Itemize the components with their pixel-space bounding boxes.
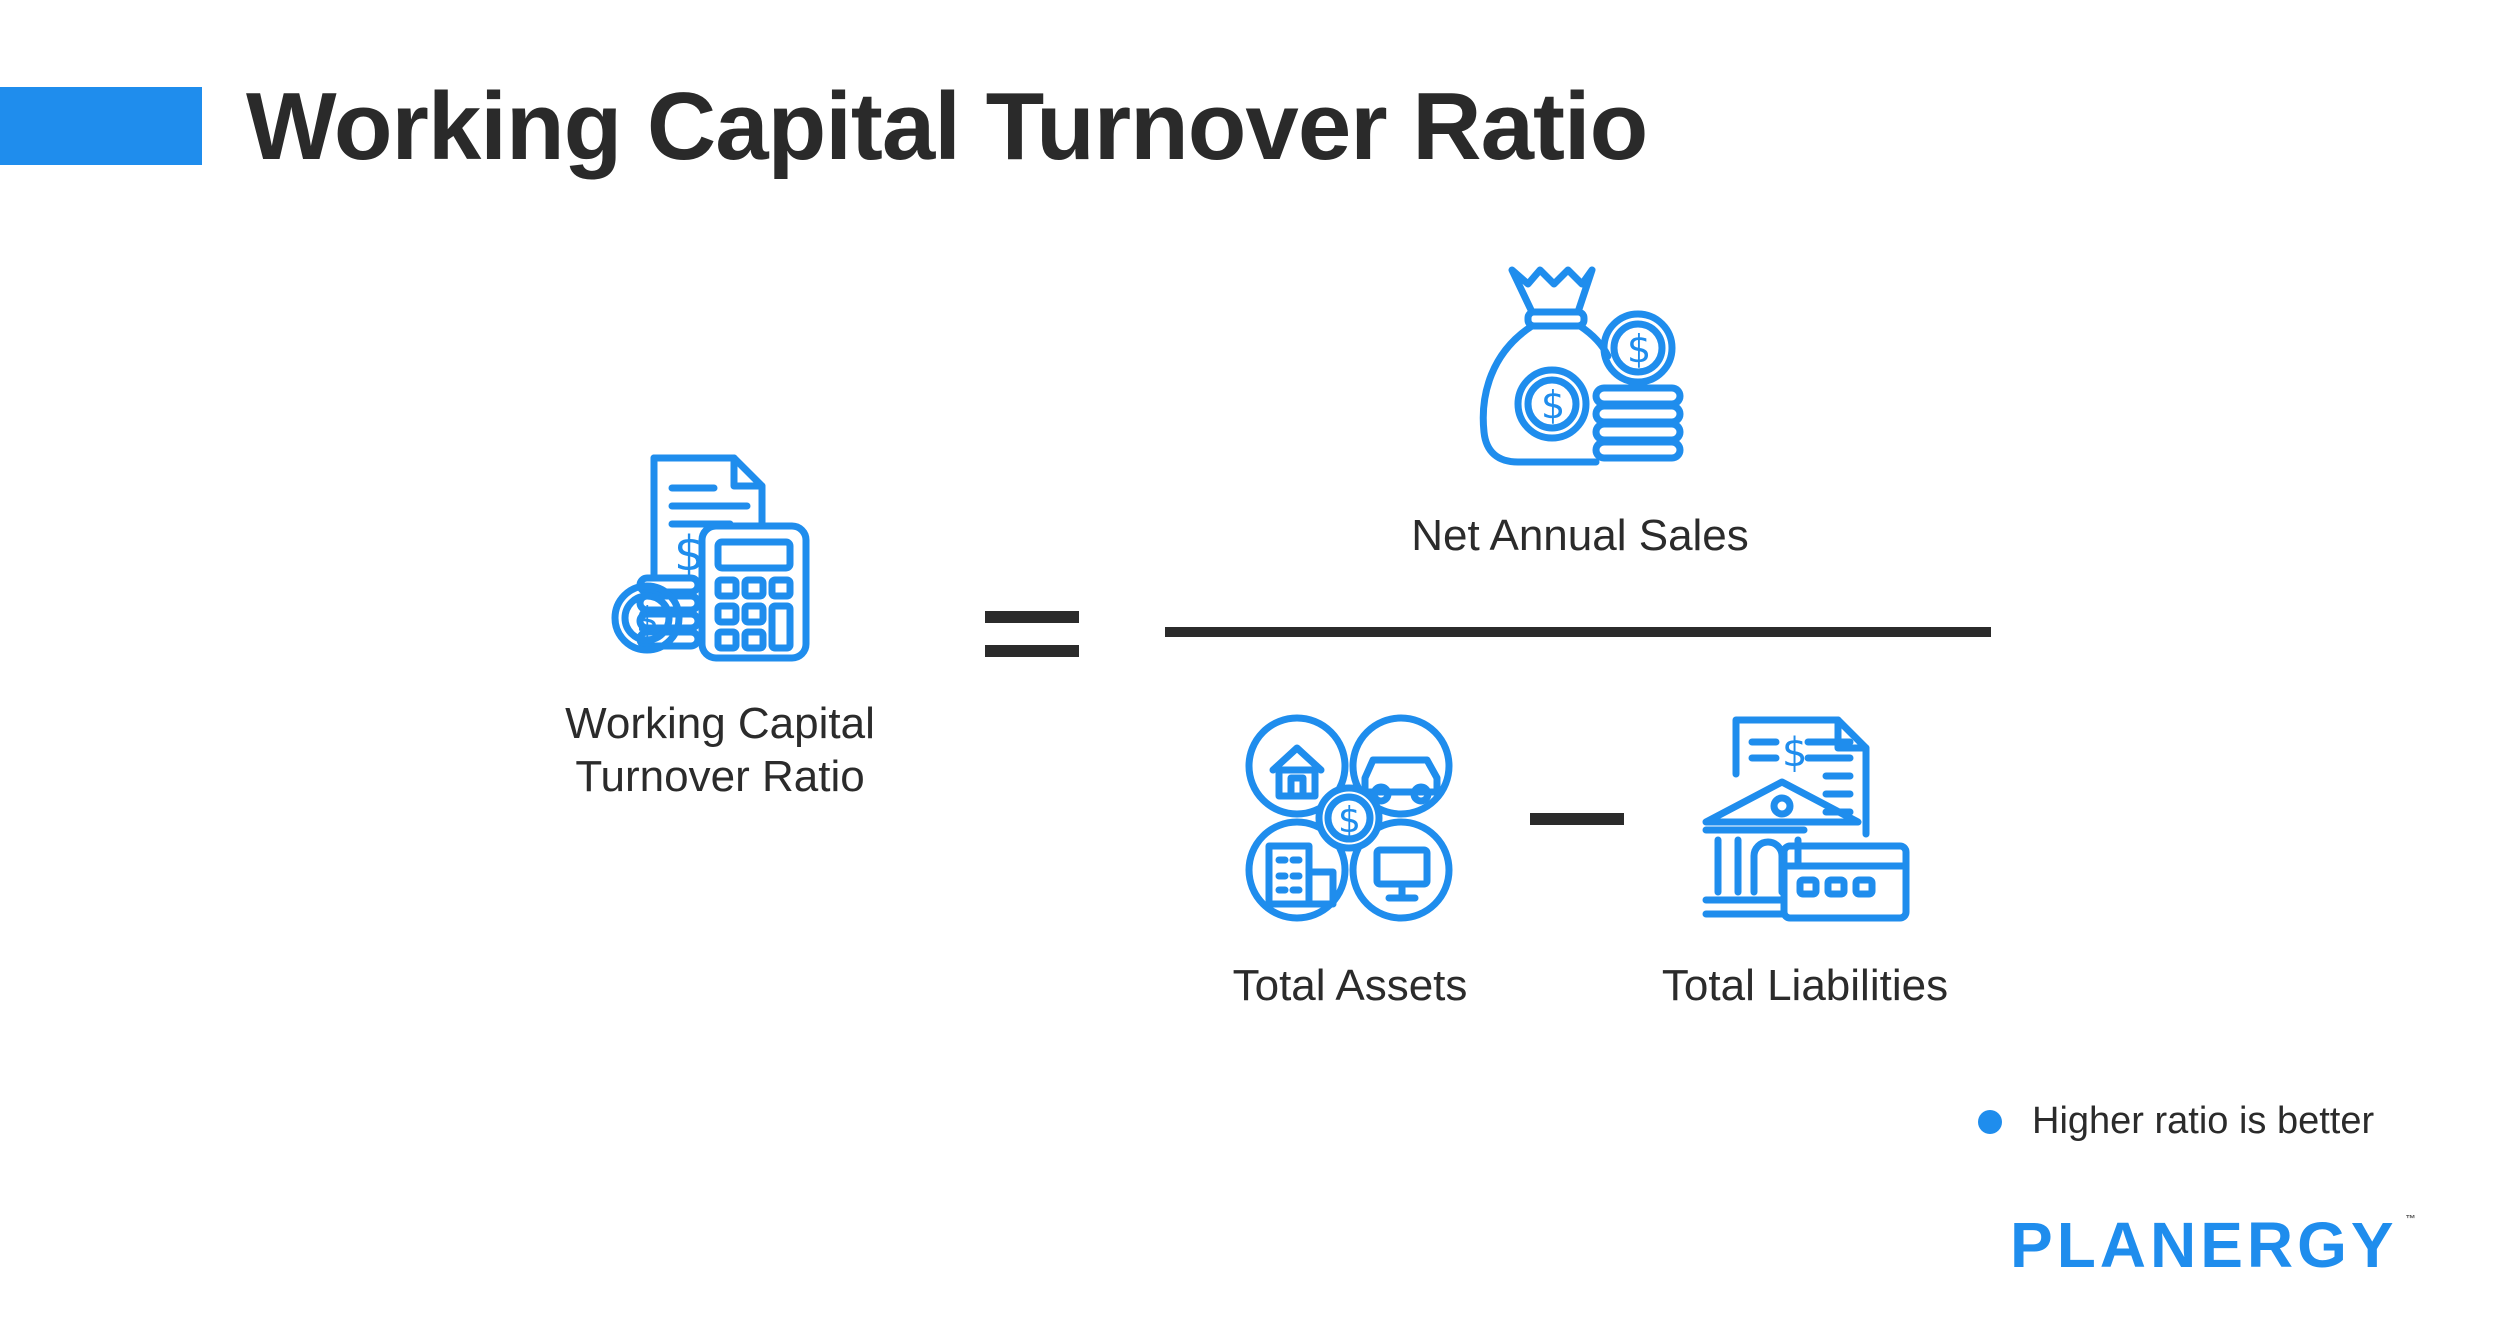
bank-invoice-card-icon: $: [1700, 714, 1912, 922]
calculator-document-coins-icon: $ $: [602, 448, 814, 662]
equals-sign: [985, 611, 1079, 657]
svg-text:$: $: [1541, 383, 1565, 427]
planergy-logo: PLANERGY ™: [2010, 1208, 2416, 1282]
svg-text:$: $: [1627, 327, 1651, 371]
note-text: Higher ratio is better: [2032, 1100, 2375, 1142]
note: Higher ratio is better: [1978, 1100, 2374, 1143]
lhs-label-line1: Working Capital: [565, 699, 875, 748]
svg-text:$: $: [636, 600, 659, 641]
numerator-label: Net Annual Sales: [1411, 511, 1749, 560]
denominator-right-label: Total Liabilities: [1661, 961, 1949, 1010]
bullet-dot: [1978, 1109, 2002, 1134]
lhs-label-line2: Turnover Ratio: [575, 751, 865, 801]
title-accent-bar: [0, 87, 202, 165]
logo-trademark: ™: [2405, 1214, 2416, 1225]
lhs-label: Working Capital Turnover Ratio: [500, 698, 940, 804]
fraction-line: [1165, 627, 1991, 637]
denominator-left-label: Total Assets: [1232, 961, 1468, 1010]
logo-text: PLANERGY: [2010, 1209, 2398, 1281]
page-title: Working Capital Turnover Ratio: [246, 73, 1648, 180]
minus-sign: [1530, 813, 1624, 825]
money-bag-coins-icon: $ $: [1478, 264, 1688, 472]
assets-circles-icon: $: [1245, 712, 1455, 924]
svg-text:$: $: [1338, 800, 1361, 841]
svg-text:$: $: [1782, 730, 1807, 776]
